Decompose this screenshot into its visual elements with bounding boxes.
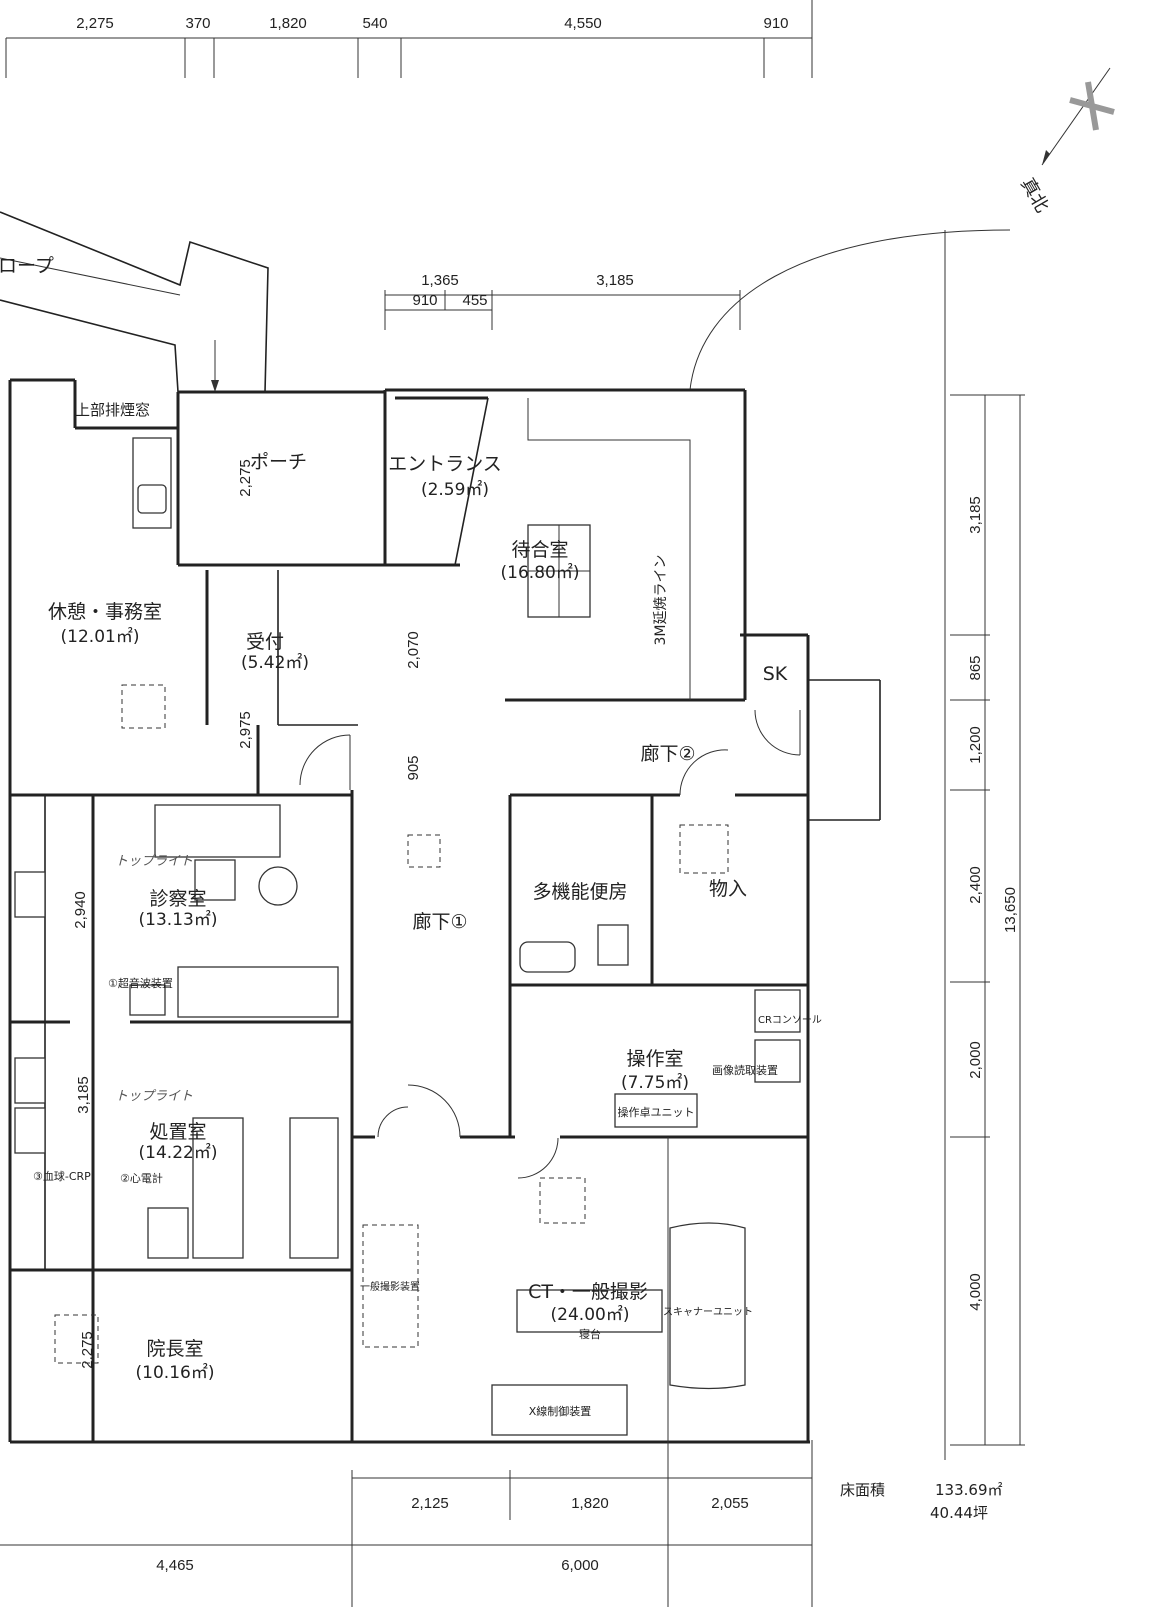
dimension-label: 1,200 xyxy=(967,726,984,764)
operator-unit-label: 操作卓ユニット xyxy=(618,1105,695,1119)
office-label: 休憩・事務室 xyxy=(48,601,162,623)
north-arrow-icon: 真北 xyxy=(1016,67,1115,217)
dimension-label: 2,400 xyxy=(967,866,984,904)
dimension-label: 1,820 xyxy=(269,15,307,32)
floor-area-tsubo: 40.44坪 xyxy=(930,1504,988,1522)
skylight-note: トップライト xyxy=(115,1089,193,1104)
skylight-note: トップライト xyxy=(115,854,193,869)
dimension-label: 4,550 xyxy=(564,15,602,32)
floor-area-label: 床面積 xyxy=(840,1481,885,1499)
dimension-total: 4,465 xyxy=(156,1557,194,1574)
blood-analyzer-label: ③血球-CRP xyxy=(33,1169,91,1183)
scanner-unit-label: スキャナーユニット xyxy=(663,1306,753,1318)
treatment-room-area: (14.22㎡) xyxy=(139,1143,218,1163)
furniture xyxy=(14,437,801,1436)
xray-control-label: X線制御装置 xyxy=(529,1404,592,1418)
dimension-label: 910 xyxy=(763,15,788,32)
image-reader-label: 画像読取装置 xyxy=(712,1063,778,1077)
exam-room-area: (13.13㎡) xyxy=(139,910,218,930)
dimension-label: 3,185 xyxy=(596,272,634,289)
ultrasound-label: ①超音波装置 xyxy=(108,976,173,990)
ecg-label: ②心電計 xyxy=(120,1171,163,1185)
dimension-label: 2,275 xyxy=(76,15,114,32)
reception-area: (5.42㎡) xyxy=(241,653,309,673)
dimension-label: 905 xyxy=(405,755,422,780)
right-dimension-line: 3,185 865 1,200 2,400 2,000 4,000 13,650 xyxy=(950,394,1025,1446)
storage-label: 物入 xyxy=(709,878,747,900)
entrance-dimension-line: 1,365 3,185 910 455 xyxy=(384,272,741,330)
ramp: ロープ xyxy=(0,211,269,393)
porch-label: ポーチ xyxy=(250,451,307,473)
exam-room-label: 診察室 xyxy=(149,888,206,910)
dimension-label: 2,940 xyxy=(72,891,89,929)
north-label: 真北 xyxy=(1016,175,1052,217)
entrance-label: エントランス xyxy=(388,453,502,475)
corridor-2-label: 廊下② xyxy=(640,743,695,765)
top-dimension-line: 2,275 370 1,820 540 4,550 910 xyxy=(5,0,813,78)
dimension-label: 3,185 xyxy=(967,496,984,534)
bottom-dimension-line: 2,125 1,820 2,055 4,465 6,000 xyxy=(0,1440,813,1607)
director-room-area: (10.16㎡) xyxy=(136,1363,215,1383)
dimension-label: 455 xyxy=(462,292,487,309)
dimension-total: 13,650 xyxy=(1002,887,1019,933)
dimension-label: 2,275 xyxy=(79,1331,96,1369)
waiting-room-label: 待合室 xyxy=(511,539,568,561)
dimension-label: 370 xyxy=(185,15,210,32)
ct-room-label: CT・一般撮影 xyxy=(528,1281,648,1303)
entrance-area: (2.59㎡) xyxy=(421,480,489,500)
walls xyxy=(8,378,881,1607)
dimension-label: 4,000 xyxy=(967,1273,984,1311)
bed-label: 寝台 xyxy=(579,1327,601,1341)
equipment-labels: ①超音波装置 ③血球-CRP ②心電計 CRコンソール 画像読取装置 操作卓ユニ… xyxy=(33,854,822,1418)
room-labels: 上部排煙窓 ポーチ エントランス (2.59㎡) 待合室 (16.80㎡) 3M… xyxy=(48,401,788,1383)
control-room-area: (7.75㎡) xyxy=(621,1073,689,1093)
general-xray-label: 一般撮影装置 xyxy=(360,1280,420,1293)
reception-label: 受付 xyxy=(246,631,284,653)
dimension-label: 1,820 xyxy=(571,1495,609,1512)
site-boundary-arc xyxy=(689,229,1011,391)
dimension-total: 6,000 xyxy=(561,1557,599,1574)
toilet-label: 多機能便房 xyxy=(532,881,627,903)
inner-dimensions: 2,940 3,185 2,275 2,275 2,975 2,070 905 xyxy=(72,459,422,1369)
office-area: (12.01㎡) xyxy=(61,627,140,647)
dimension-label: 540 xyxy=(362,15,387,32)
treatment-room-label: 処置室 xyxy=(149,1121,206,1143)
dimension-label: 910 xyxy=(412,292,437,309)
dimension-label: 2,275 xyxy=(237,459,254,497)
corridor-1-label: 廊下① xyxy=(412,911,467,933)
dimension-label: 3,185 xyxy=(75,1076,92,1114)
dimension-label: 2,975 xyxy=(237,711,254,749)
floor-area-sqm: 133.69㎡ xyxy=(935,1481,1003,1499)
waiting-room-area: (16.80㎡) xyxy=(501,563,580,583)
dimension-label: 2,070 xyxy=(405,631,422,669)
ramp-label: ロープ xyxy=(0,255,54,277)
dimension-label: 1,365 xyxy=(421,272,459,289)
director-room-label: 院長室 xyxy=(146,1338,203,1360)
cr-console-label: CRコンソール xyxy=(758,1015,822,1026)
control-room-label: 操作室 xyxy=(626,1048,683,1070)
dimension-label: 2,000 xyxy=(967,1041,984,1079)
dimension-label: 2,055 xyxy=(711,1495,749,1512)
dimension-label: 865 xyxy=(967,655,984,680)
smoke-window-label: 上部排煙窓 xyxy=(75,401,150,419)
floor-area-summary: 床面積 133.69㎡ 40.44坪 xyxy=(840,1481,1003,1522)
dimension-label: 2,125 xyxy=(411,1495,449,1512)
sk-label: SK xyxy=(763,663,788,685)
fire-line-label: 3M延焼ライン xyxy=(653,555,669,646)
ct-room-area: (24.00㎡) xyxy=(551,1305,630,1325)
